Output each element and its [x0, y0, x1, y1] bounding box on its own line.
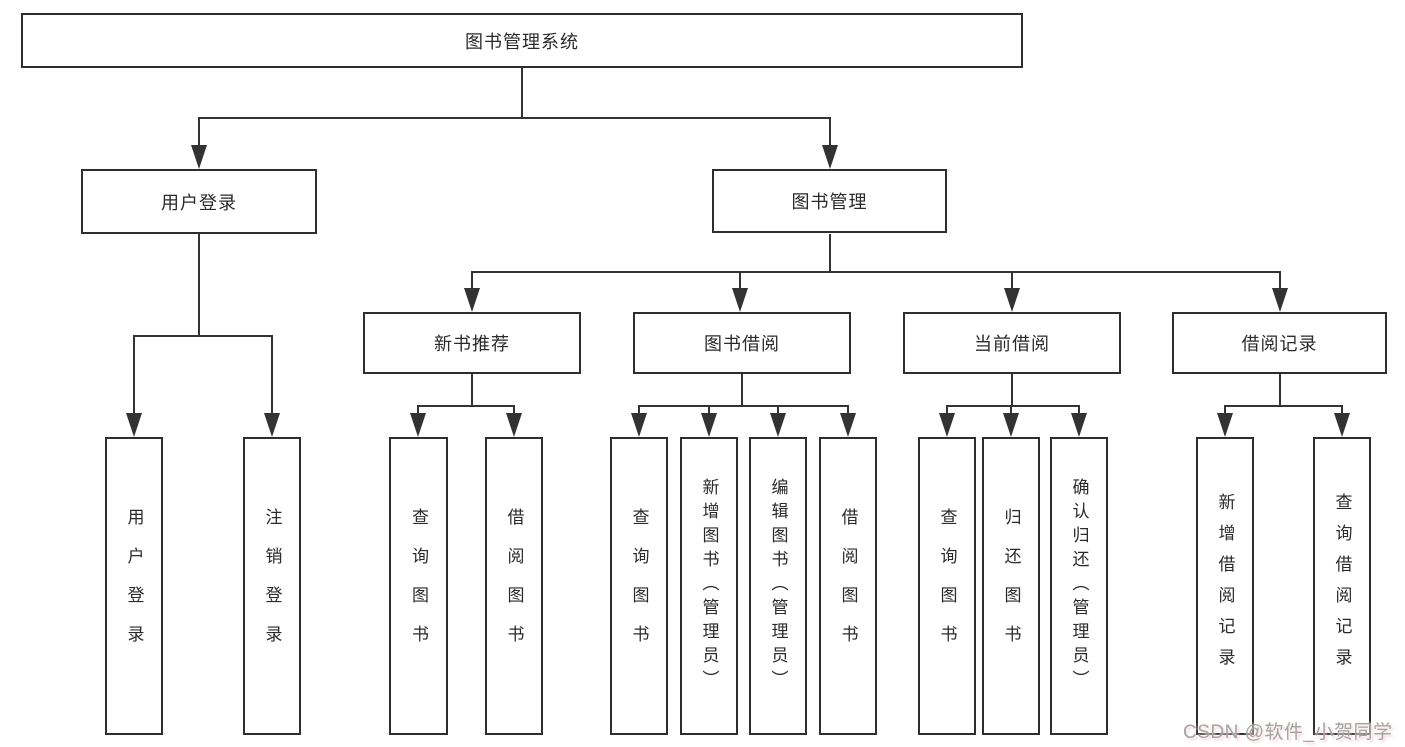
node-leaf-add-record-label: 新增借阅记录 [1215, 493, 1235, 679]
arrowhead-down-icon [464, 288, 480, 312]
node-root-label: 图书管理系统 [465, 31, 579, 52]
arrowhead-down-icon [1334, 413, 1350, 437]
connector-line [738, 272, 742, 291]
arrowhead-down-icon [1071, 413, 1087, 437]
connector-line [470, 272, 474, 291]
node-leaf-query-record-label: 查询借阅记录 [1332, 493, 1352, 679]
node-leaf-add-record: 新增借阅记录 [1196, 437, 1254, 735]
node-leaf-query-book-3-label: 查询图书 [937, 508, 957, 664]
connector-line [1340, 406, 1344, 415]
node-leaf-confirm-return-label: 确认归还（管理员） [1069, 478, 1089, 694]
arrowhead-down-icon [410, 413, 426, 437]
node-leaf-user-login: 用户登录 [105, 437, 163, 735]
node-leaf-add-book-label: 新增图书（管理员） [699, 478, 719, 694]
arrowhead-down-icon [1003, 413, 1019, 437]
connector-line [520, 68, 524, 118]
connector-line [470, 374, 474, 406]
node-new-book-rec-label: 新书推荐 [434, 334, 510, 354]
node-book-borrow: 图书借阅 [633, 312, 851, 374]
node-book-mgmt: 图书管理 [712, 169, 947, 233]
arrowhead-down-icon [126, 413, 142, 437]
arrowhead-down-icon [1004, 288, 1020, 312]
node-leaf-logout: 注销登录 [243, 437, 301, 735]
node-new-book-rec: 新书推荐 [363, 312, 581, 374]
connector-line [1010, 272, 1014, 291]
node-leaf-query-book-1: 查询图书 [389, 437, 448, 735]
node-leaf-logout-label: 注销登录 [262, 508, 282, 664]
connector-line [828, 234, 832, 272]
connector-line [846, 406, 850, 415]
node-leaf-return-book-label: 归还图书 [1001, 508, 1021, 664]
connector-line [270, 336, 274, 415]
connector-line [512, 406, 516, 415]
connector-line [1077, 406, 1081, 415]
arrowhead-down-icon [191, 145, 207, 169]
node-leaf-add-book: 新增图书（管理员） [680, 437, 738, 735]
node-leaf-borrow-book-2-label: 借阅图书 [838, 508, 858, 664]
connector-line [1278, 374, 1282, 406]
node-current-borrow-label: 当前借阅 [974, 334, 1050, 354]
node-leaf-query-book-2: 查询图书 [610, 437, 668, 735]
node-user-login-label: 用户登录 [161, 192, 237, 213]
node-leaf-borrow-book-1-label: 借阅图书 [504, 508, 524, 664]
arrowhead-down-icon [264, 413, 280, 437]
node-book-borrow-label: 图书借阅 [704, 334, 780, 354]
node-leaf-borrow-book-2: 借阅图书 [819, 437, 877, 735]
csdn-watermark: CSDN @软件_小贺同学 [1183, 722, 1393, 743]
arrowhead-down-icon [939, 413, 955, 437]
node-leaf-edit-book-label: 编辑图书（管理员） [768, 478, 788, 694]
node-current-borrow: 当前借阅 [903, 312, 1121, 374]
arrowhead-down-icon [840, 413, 856, 437]
connector-line [637, 406, 641, 415]
arrowhead-down-icon [732, 288, 748, 312]
node-user-login: 用户登录 [81, 169, 317, 234]
node-leaf-query-book-2-label: 查询图书 [629, 508, 649, 664]
node-leaf-query-record: 查询借阅记录 [1313, 437, 1371, 735]
node-borrow-record: 借阅记录 [1172, 312, 1387, 374]
connector-line [470, 270, 1282, 274]
connector-line [197, 234, 201, 336]
arrowhead-down-icon [822, 145, 838, 169]
connector-line [416, 406, 420, 415]
connector-line [945, 404, 1081, 408]
connector-line [197, 116, 832, 120]
arrowhead-down-icon [1272, 288, 1288, 312]
connector-line [416, 404, 516, 408]
node-leaf-return-book: 归还图书 [982, 437, 1040, 735]
arrowhead-down-icon [1217, 413, 1233, 437]
connector-line [197, 118, 201, 148]
node-book-mgmt-label: 图书管理 [791, 192, 868, 212]
node-leaf-query-book-1-label: 查询图书 [409, 508, 428, 664]
arrowhead-down-icon [506, 413, 522, 437]
node-borrow-record-label: 借阅记录 [1241, 334, 1318, 354]
connector-line [132, 336, 136, 415]
connector-line [1278, 272, 1282, 291]
connector-line [1223, 406, 1227, 415]
node-leaf-query-book-3: 查询图书 [918, 437, 976, 735]
connector-line [945, 406, 949, 415]
node-leaf-edit-book: 编辑图书（管理员） [749, 437, 807, 735]
connector-line [1009, 406, 1013, 415]
connector-line [776, 406, 780, 415]
node-leaf-user-login-label: 用户登录 [124, 508, 144, 664]
node-root: 图书管理系统 [21, 13, 1023, 68]
connector-line [1010, 374, 1014, 406]
connector-line [637, 404, 850, 408]
connector-line [740, 374, 744, 406]
arrowhead-down-icon [701, 413, 717, 437]
node-leaf-borrow-book-1: 借阅图书 [485, 437, 543, 735]
connector-line [1223, 404, 1344, 408]
connector-line [828, 118, 832, 148]
connector-line [132, 334, 274, 338]
arrowhead-down-icon [770, 413, 786, 437]
node-leaf-confirm-return: 确认归还（管理员） [1050, 437, 1108, 735]
arrowhead-down-icon [631, 413, 647, 437]
connector-line [707, 406, 711, 415]
